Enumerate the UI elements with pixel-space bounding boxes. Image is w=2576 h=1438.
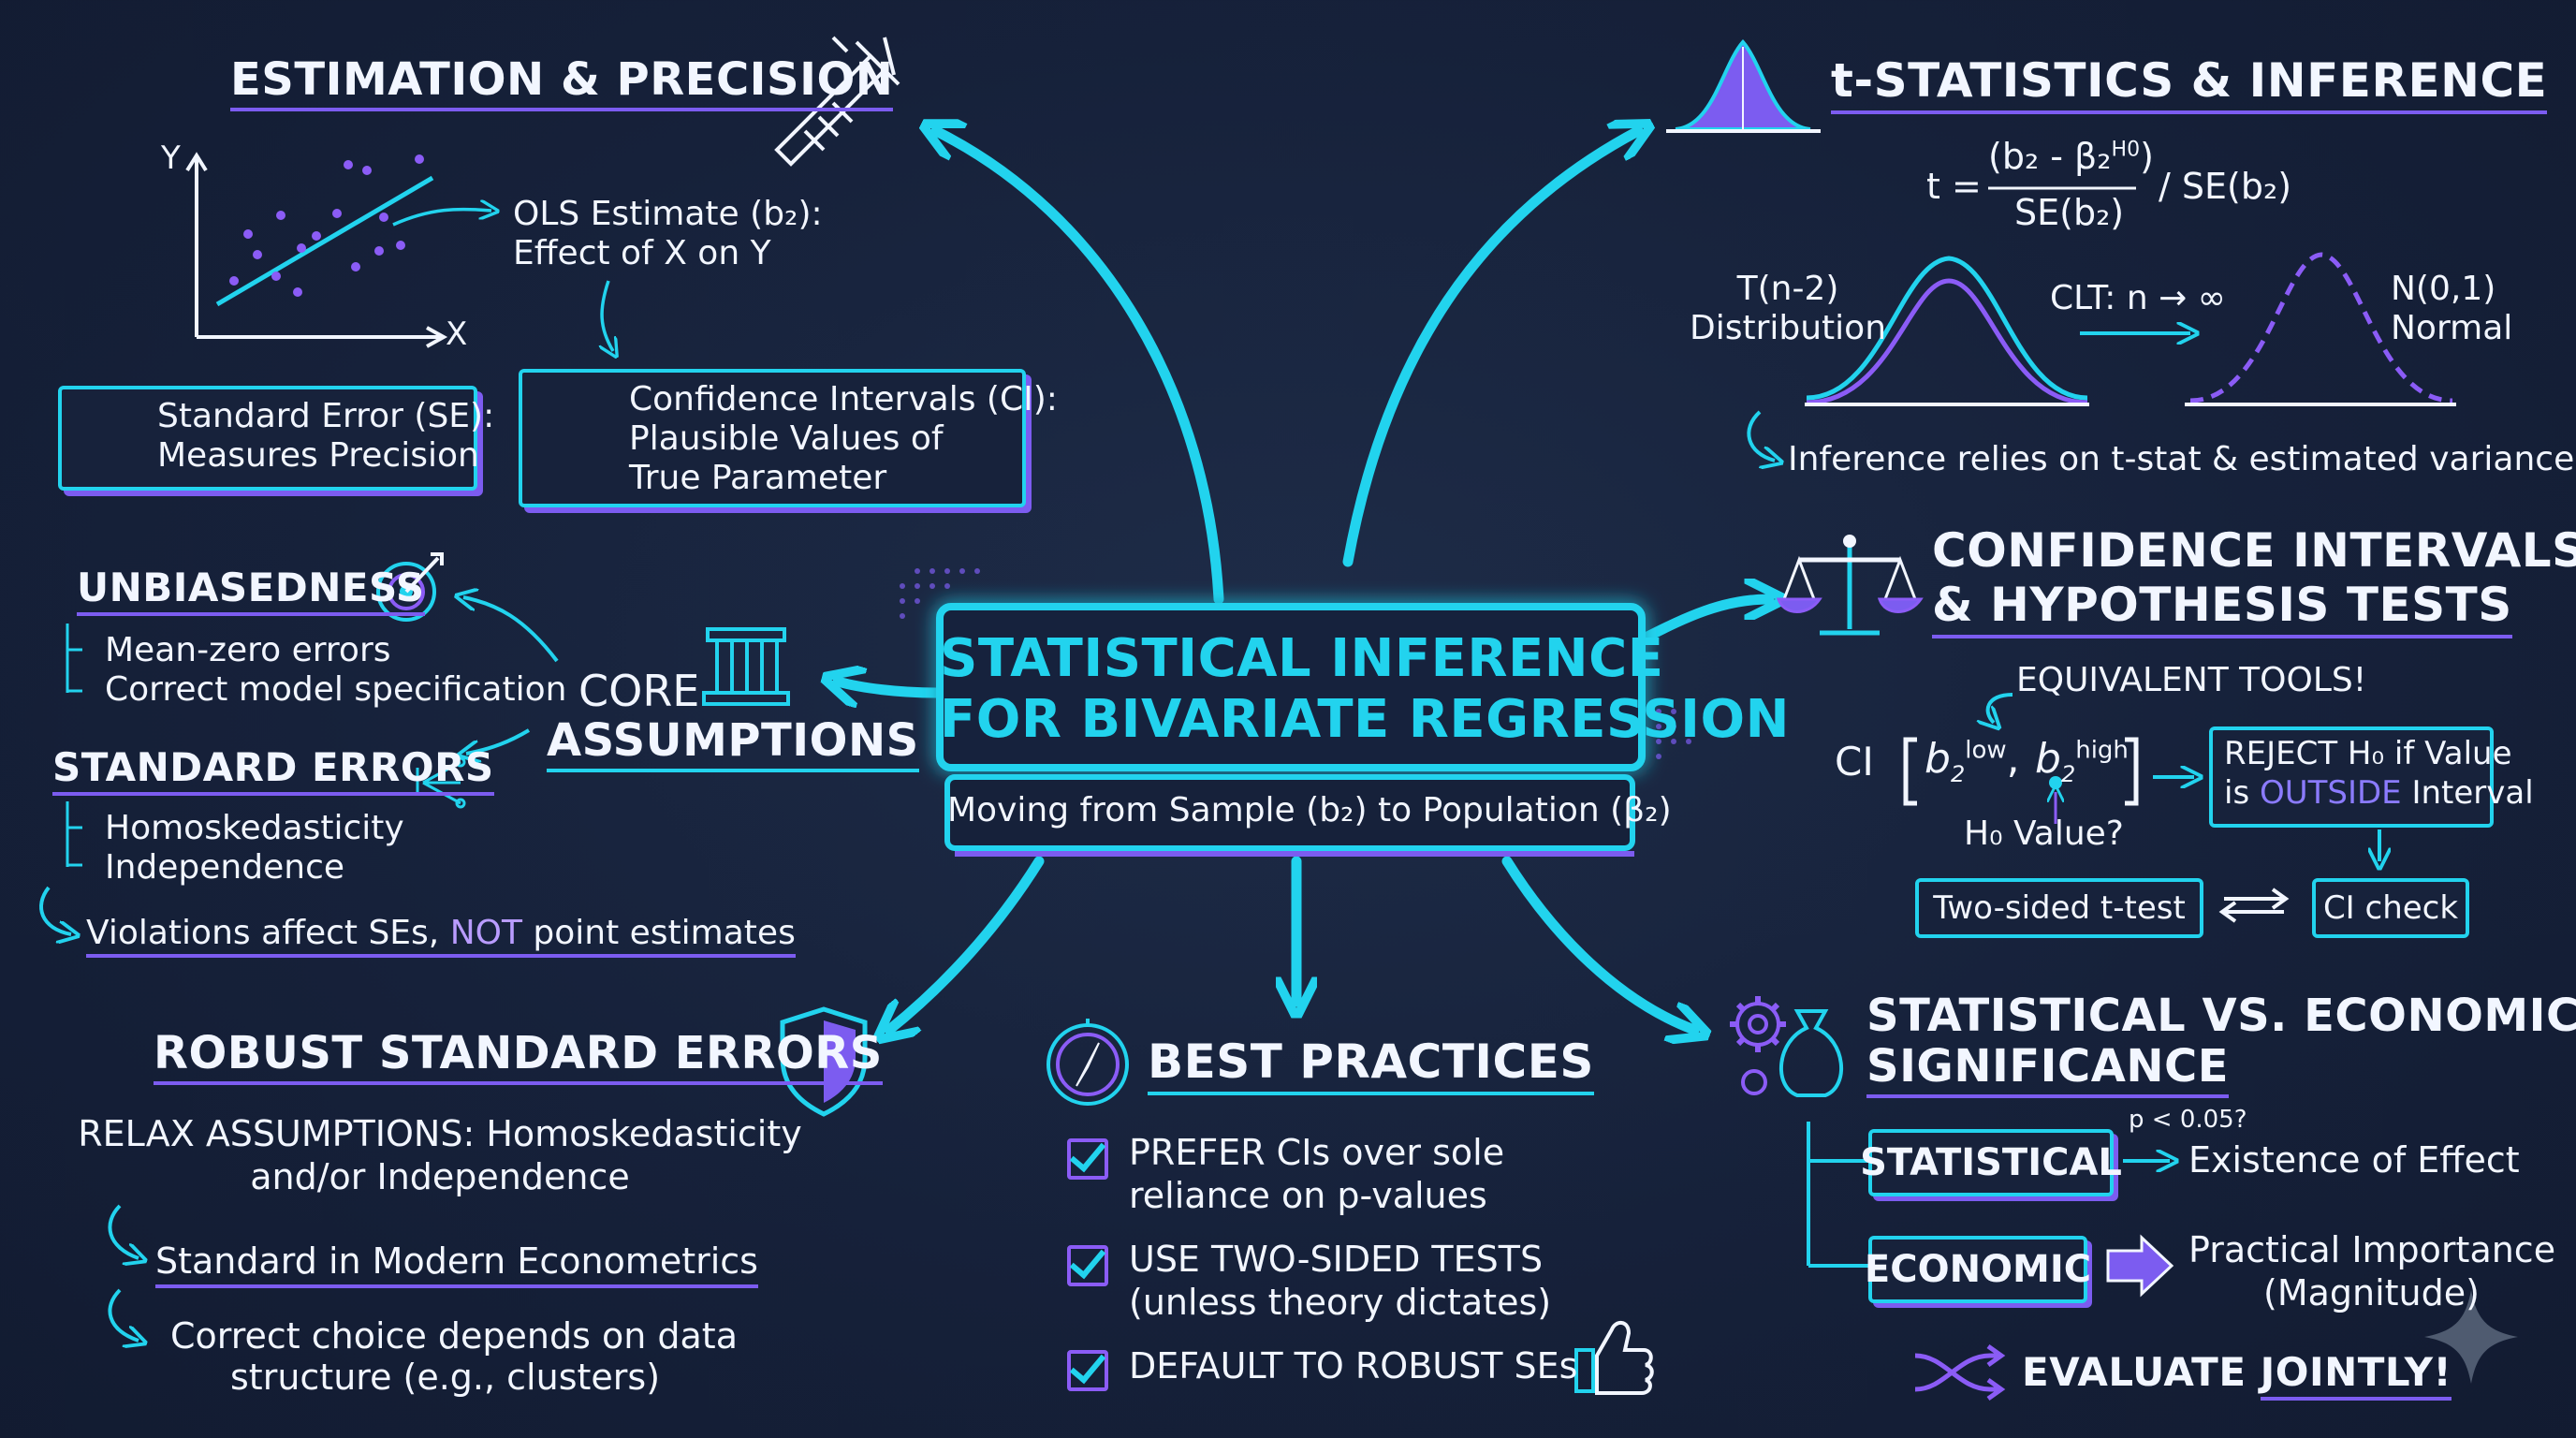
- inference-note: Inference relies on t-stat & estimated v…: [1788, 440, 2575, 478]
- robust-title: ROBUST STANDARD ERRORS: [154, 1027, 883, 1086]
- standard-error-box: [58, 386, 477, 491]
- calipers-icon: [774, 36, 900, 167]
- best-item-1-line1: PREFER CIs over sole: [1129, 1132, 1505, 1173]
- unbiased-item-2: Correct model specification: [105, 670, 567, 709]
- arrow-to-ci-tests: [1642, 599, 1769, 642]
- gear-money-icon: [1730, 996, 1844, 1097]
- formula-denominator: SE(b₂): [2014, 192, 2125, 233]
- choice-line1: Correct choice depends on data: [170, 1315, 738, 1357]
- check-icon-3: [1067, 1350, 1108, 1391]
- best-item-3-line1: DEFAULT TO ROBUST SEs: [1129, 1345, 1578, 1387]
- formula-tail: / SE(b₂): [2159, 166, 2292, 207]
- center-subtitle-box: [944, 774, 1635, 851]
- economic-pill: ECONOMIC: [1865, 1236, 2091, 1303]
- core-title-line2: ASSUMPTIONS: [547, 714, 919, 773]
- h0-value: H₀ Value?: [1964, 814, 2124, 853]
- check-icon-2: [1067, 1245, 1108, 1286]
- standard-errors-title: STANDARD ERRORS: [52, 744, 494, 797]
- column-icon: [702, 627, 790, 706]
- outside-emphasis: OUTSIDE: [2259, 774, 2402, 812]
- estimation-title: ESTIMATION & PRECISION: [230, 53, 894, 112]
- statistical-pill: STATISTICAL: [1860, 1129, 2122, 1196]
- ci-check-pill: CI check: [2312, 878, 2469, 938]
- ci-line3: True Parameter: [629, 459, 887, 497]
- network-icon: [416, 756, 466, 809]
- center-title-line2: FOR BIVARIATE REGRESSION: [940, 689, 1790, 750]
- thumbs-up-icon: [1574, 1321, 1654, 1395]
- shuffle-icon: [1914, 1343, 2006, 1401]
- axis-y-label: Y: [161, 139, 181, 177]
- p-value-label: p < 0.05?: [2129, 1106, 2247, 1134]
- evaluate-jointly: EVALUATE JOINTLY!: [2022, 1349, 2452, 1401]
- ols-estimate-line1: OLS Estimate (b₂):: [513, 195, 823, 233]
- relax-line2: and/or Independence: [250, 1156, 630, 1197]
- practical-line1: Practical Importance: [2188, 1229, 2556, 1270]
- relax-line1: RELAX ASSUMPTIONS: Homoskedasticity: [78, 1113, 802, 1154]
- bell-curve-icon: [1666, 38, 1821, 133]
- normal-line2: Normal: [2391, 309, 2513, 347]
- sparkle-icon: [2424, 1290, 2518, 1384]
- formula-t: t =: [1926, 166, 1982, 207]
- center-title-line1: STATISTICAL INFERENCE: [940, 628, 1664, 689]
- two-sided-test-pill: Two-sided t-test: [1915, 878, 2203, 938]
- se-line1: Standard Error (SE):: [157, 397, 495, 435]
- confidence-interval-box: [519, 369, 1026, 507]
- choice-line2: structure (e.g., clusters): [230, 1357, 661, 1398]
- equivalent-tools: EQUIVALENT TOOLS!: [2016, 661, 2367, 699]
- violations-note: Violations affect SEs, NOT point estimat…: [86, 914, 796, 959]
- ci-line1: Confidence Intervals (CI):: [629, 380, 1058, 418]
- significance-title-line1: STATISTICAL VS. ECONOMIC: [1866, 990, 2576, 1042]
- reject-line1: REJECT H₀ if Value: [2224, 735, 2512, 772]
- tstat-title: t-STATISTICS & INFERENCE: [1831, 53, 2548, 114]
- center-title-box: [936, 603, 1646, 771]
- reject-line2: is OUTSIDE Interval: [2224, 774, 2534, 812]
- best-item-1-line2: reliance on p-values: [1129, 1175, 1487, 1216]
- se-line2: Measures Precision: [157, 436, 479, 475]
- axis-x-label: X: [446, 315, 468, 353]
- existence-of-effect: Existence of Effect: [2188, 1139, 2520, 1181]
- best-practices-title: BEST PRACTICES: [1148, 1034, 1594, 1095]
- tdist-line1: T(n-2): [1736, 270, 1839, 308]
- best-item-2-line2: (unless theory dictates): [1129, 1282, 1552, 1323]
- center-subtitle: Moving from Sample (b₂) to Population (β…: [947, 791, 1672, 829]
- arrow-to-significance: [1501, 856, 1694, 1030]
- normal-line1: N(0,1): [2391, 270, 2496, 308]
- scatter-plot: [185, 152, 448, 348]
- ci-tests-title-line2: & HYPOTHESIS TESTS: [1932, 578, 2512, 638]
- core-title-line1: CORE: [578, 666, 700, 716]
- arrow-to-tstat: [1342, 131, 1638, 567]
- b-high: b2high: [2035, 735, 2129, 787]
- significance-title-line2: SIGNIFICANCE: [1866, 1040, 2230, 1099]
- unbiasedness-title: UNBIASEDNESS: [77, 565, 425, 617]
- arrow-to-core: [838, 682, 942, 693]
- arrow-to-estimation: [936, 131, 1224, 605]
- se-item-1: Homoskedasticity: [105, 809, 404, 847]
- compass-icon: [1046, 1019, 1129, 1106]
- reject-box: [2209, 726, 2494, 828]
- ci-label: CI: [1835, 739, 1874, 785]
- best-item-2-line1: USE TWO-SIDED TESTS: [1129, 1239, 1544, 1280]
- practical-line2: (Magnitude): [2263, 1272, 2480, 1313]
- ci-line2: Plausible Values of: [629, 419, 944, 458]
- unbiased-item-1: Mean-zero errors: [105, 631, 391, 669]
- ci-tests-title-line1: CONFIDENCE INTERVALS: [1932, 523, 2576, 578]
- tdist-line2: Distribution: [1689, 309, 1887, 347]
- standard-modern: Standard in Modern Econometrics: [155, 1240, 758, 1288]
- target-icon: [376, 552, 444, 622]
- formula-numerator: (b₂ - β₂H0): [1988, 136, 2154, 177]
- se-item-2: Independence: [105, 848, 345, 887]
- ols-estimate-line2: Effect of X on Y: [513, 234, 771, 272]
- clt-label: CLT: n → ∞: [2050, 279, 2226, 317]
- arrow-to-robust: [889, 856, 1045, 1030]
- scales-icon: [1776, 535, 1924, 636]
- not-emphasis: NOT: [449, 914, 522, 952]
- b-low: b2low,: [1925, 735, 2020, 787]
- check-icon-1: [1067, 1138, 1108, 1180]
